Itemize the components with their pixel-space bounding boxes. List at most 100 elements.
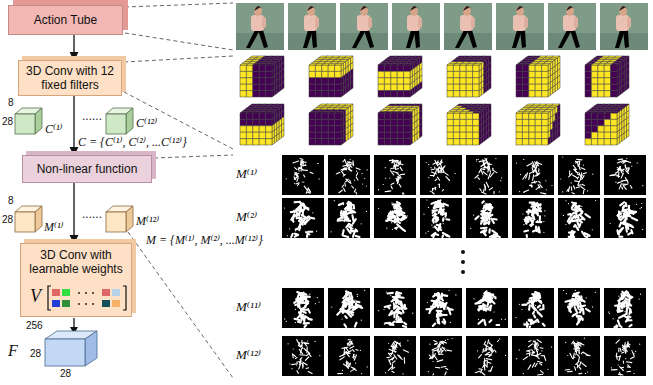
cube-side — [35, 108, 42, 134]
leg — [570, 30, 580, 48]
cube-cell — [598, 91, 604, 97]
noise-dot — [294, 183, 295, 184]
cube-cell — [516, 78, 522, 84]
noise-dot — [384, 324, 385, 325]
cube-cell — [585, 65, 591, 71]
filter-cube — [378, 56, 422, 97]
cube-cell — [315, 139, 321, 145]
motion-map — [604, 198, 646, 238]
edge-stroke — [481, 163, 486, 166]
edge-stroke — [437, 161, 438, 165]
edge-stroke — [357, 305, 361, 307]
cube-cell — [598, 113, 604, 119]
map-cube — [106, 206, 133, 232]
edge-stroke — [346, 213, 349, 214]
map-background — [420, 155, 462, 195]
face — [463, 6, 471, 16]
filter-cube — [447, 104, 491, 145]
ground — [340, 33, 388, 50]
edge-stroke — [356, 236, 360, 237]
noise-dot — [551, 185, 552, 186]
noise-dot — [361, 223, 362, 224]
hair — [516, 6, 524, 11]
filter-cube — [447, 56, 491, 97]
map-background — [328, 198, 370, 238]
edge-stroke — [294, 301, 296, 303]
cube-cell — [277, 133, 279, 141]
cube-cell — [253, 84, 259, 90]
cube-cell — [535, 126, 541, 132]
edge-stroke — [434, 171, 437, 176]
noise-dot — [565, 224, 566, 225]
leg — [352, 30, 366, 48]
channel-cube — [106, 108, 133, 134]
cube-cell — [404, 63, 413, 65]
edge-stroke — [584, 172, 587, 174]
cube-cell — [384, 113, 390, 119]
video-frame — [444, 3, 492, 50]
frame-background — [340, 3, 388, 50]
edge-stroke — [402, 193, 404, 195]
cube-cell — [447, 84, 453, 90]
cube-cell — [408, 60, 417, 62]
cube-cell — [309, 78, 315, 84]
edge-stroke — [339, 203, 343, 205]
cube-cell — [489, 82, 491, 90]
noise-dot — [500, 180, 501, 181]
edge-stroke — [528, 175, 530, 180]
edge-stroke — [391, 312, 394, 314]
cube-cell — [342, 106, 351, 108]
cube-cell — [460, 91, 466, 97]
cube-cell — [322, 84, 328, 90]
cube-cell — [542, 139, 548, 145]
cube-cell — [413, 56, 422, 58]
edge-stroke — [302, 311, 306, 313]
leader-line — [154, 155, 233, 158]
edge-stroke — [298, 168, 299, 171]
cube-cell — [259, 119, 265, 125]
leader-line — [125, 3, 233, 7]
cube-cell — [585, 71, 591, 77]
noise-dot — [343, 204, 344, 205]
cube-cell — [273, 106, 282, 108]
edge-stroke — [475, 175, 478, 178]
edge-stroke — [403, 326, 406, 327]
edge-stroke — [291, 234, 293, 237]
edge-stroke — [618, 172, 620, 177]
edge-stroke — [385, 305, 391, 307]
edge-stroke — [442, 190, 443, 192]
noise-dot — [303, 182, 304, 183]
cube-cell — [611, 126, 617, 132]
edge-stroke — [347, 161, 350, 163]
edge-stroke — [579, 166, 580, 170]
edge-stroke — [493, 192, 494, 194]
cube-cell — [585, 119, 591, 125]
edge-stroke — [628, 225, 633, 227]
noise-dot — [642, 229, 643, 230]
edge-stroke — [539, 181, 541, 183]
noise-dot — [473, 215, 474, 216]
noise-dot — [317, 163, 318, 164]
edge-stroke — [571, 231, 573, 237]
edge-stroke — [431, 169, 434, 170]
edge-stroke — [538, 204, 541, 205]
cube-cell — [611, 132, 617, 138]
cube-cell — [549, 58, 558, 60]
edge-stroke — [586, 236, 587, 238]
cube-cell — [391, 113, 397, 119]
edge-stroke — [433, 211, 435, 213]
edge-stroke — [581, 168, 585, 170]
edge-stroke — [385, 190, 391, 192]
edge-stroke — [524, 229, 528, 232]
cube-cell — [604, 119, 610, 125]
cube-cell — [397, 91, 403, 97]
cube-cell — [335, 65, 341, 71]
cube-cell — [348, 83, 350, 91]
noise-dot — [383, 309, 384, 310]
edge-stroke — [355, 323, 357, 327]
edge-stroke — [535, 162, 539, 166]
edge-stroke — [391, 186, 392, 189]
noise-dot — [636, 204, 637, 205]
edge-stroke — [300, 295, 303, 297]
cube-cell — [259, 71, 265, 77]
